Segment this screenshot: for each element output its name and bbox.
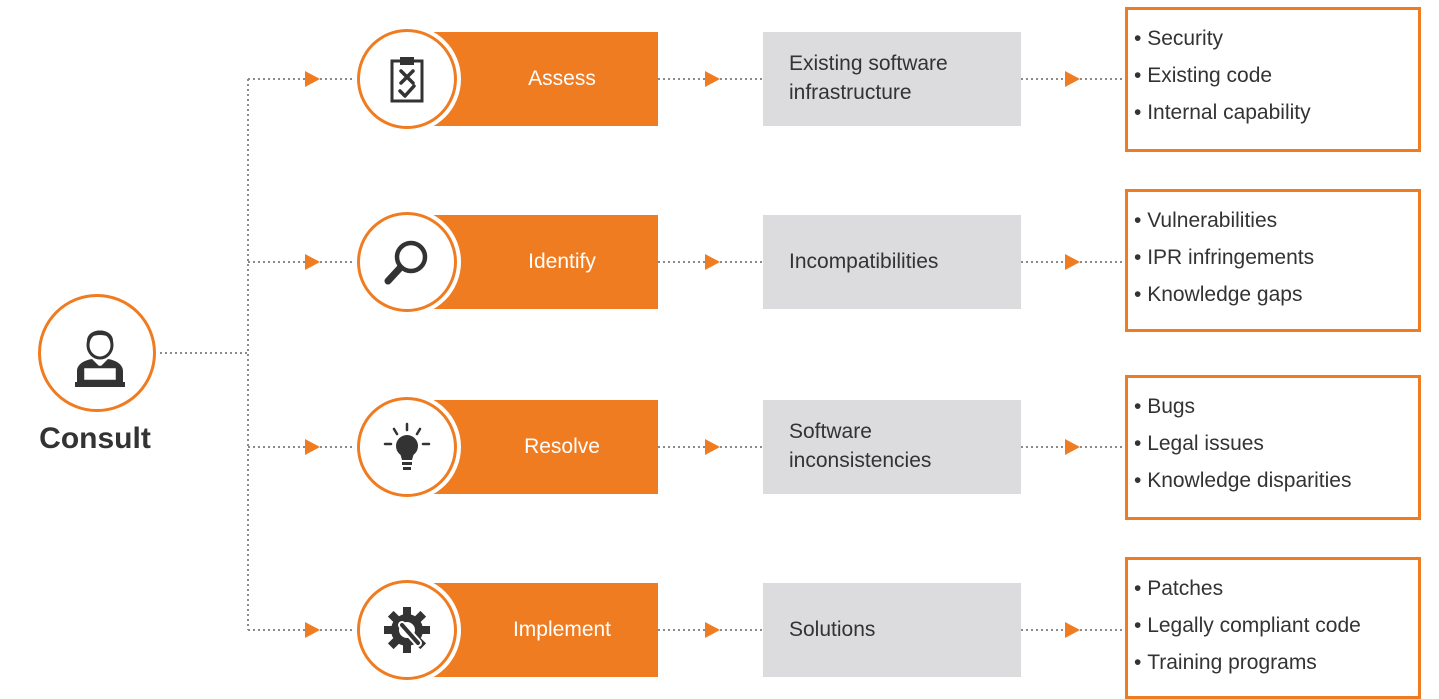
target-solutions: Solutions (763, 583, 1021, 677)
outcome-item: Patches (1134, 570, 1418, 607)
outcome-item: Knowledge gaps (1134, 276, 1418, 313)
outcome-item: Security (1134, 20, 1418, 57)
stage-identify-icon-circle (357, 212, 457, 312)
target-label: Existing software infrastructure (789, 52, 948, 104)
consult-icon-circle (38, 294, 156, 412)
outcome-item: Legally compliant code (1134, 607, 1418, 644)
arrowhead (1065, 439, 1080, 455)
stage-resolve-label: Resolve (524, 435, 600, 458)
arrowhead (1065, 71, 1080, 87)
stage-assess-label: Assess (528, 67, 596, 90)
outcome-list: Patches Legally compliant code Training … (1134, 570, 1418, 681)
outcomes-assess: Security Existing code Internal capabili… (1125, 7, 1421, 152)
target-existing-software-infrastructure: Existing software infrastructure (763, 32, 1021, 126)
arrowhead (1065, 254, 1080, 270)
arrowhead (705, 254, 720, 270)
arrowhead (1065, 622, 1080, 638)
outcome-list: Bugs Legal issues Knowledge disparities (1134, 388, 1418, 499)
outcome-item: Training programs (1134, 644, 1418, 681)
outcomes-resolve: Bugs Legal issues Knowledge disparities (1125, 375, 1421, 520)
arrowhead (305, 254, 320, 270)
stage-implement-icon-circle (357, 580, 457, 680)
outcome-list: Vulnerabilities IPR infringements Knowle… (1134, 202, 1418, 313)
outcomes-implement: Patches Legally compliant code Training … (1125, 557, 1421, 699)
arrowhead (305, 71, 320, 87)
target-software-inconsistencies: Software inconsistencies (763, 400, 1021, 494)
outcome-list: Security Existing code Internal capabili… (1134, 20, 1418, 131)
target-label: Incompatibilities (789, 249, 939, 273)
lightbulb-icon (383, 422, 431, 470)
outcome-item: Internal capability (1134, 94, 1418, 131)
arrowhead (305, 439, 320, 455)
arrowhead (705, 622, 720, 638)
arrowhead (705, 71, 720, 87)
arrowhead (705, 439, 720, 455)
magnifying-glass-icon (384, 240, 428, 285)
clipboard-checklist-icon (390, 57, 424, 103)
stage-resolve-icon-circle (357, 397, 457, 497)
target-label: Solutions (789, 617, 876, 641)
stage-assess-icon-circle (357, 29, 457, 129)
stage-implement-bar: Implement (412, 583, 658, 677)
target-label: Software inconsistencies (789, 420, 932, 472)
arrowhead (305, 622, 320, 638)
stage-implement-label: Implement (512, 618, 612, 641)
outcome-item: Legal issues (1134, 425, 1418, 462)
outcomes-identify: Vulnerabilities IPR infringements Knowle… (1125, 189, 1421, 332)
gear-wrench-icon (384, 607, 430, 653)
outcome-item: IPR infringements (1134, 239, 1418, 276)
stage-identify-label: Identify (528, 250, 596, 273)
consult-label: Consult (39, 422, 151, 455)
consultant-at-laptop-icon (75, 330, 125, 387)
outcome-item: Knowledge disparities (1134, 462, 1418, 499)
outcome-item: Existing code (1134, 57, 1418, 94)
outcome-item: Bugs (1134, 388, 1418, 425)
outcome-item: Vulnerabilities (1134, 202, 1418, 239)
target-incompatibilities: Incompatibilities (763, 215, 1021, 309)
